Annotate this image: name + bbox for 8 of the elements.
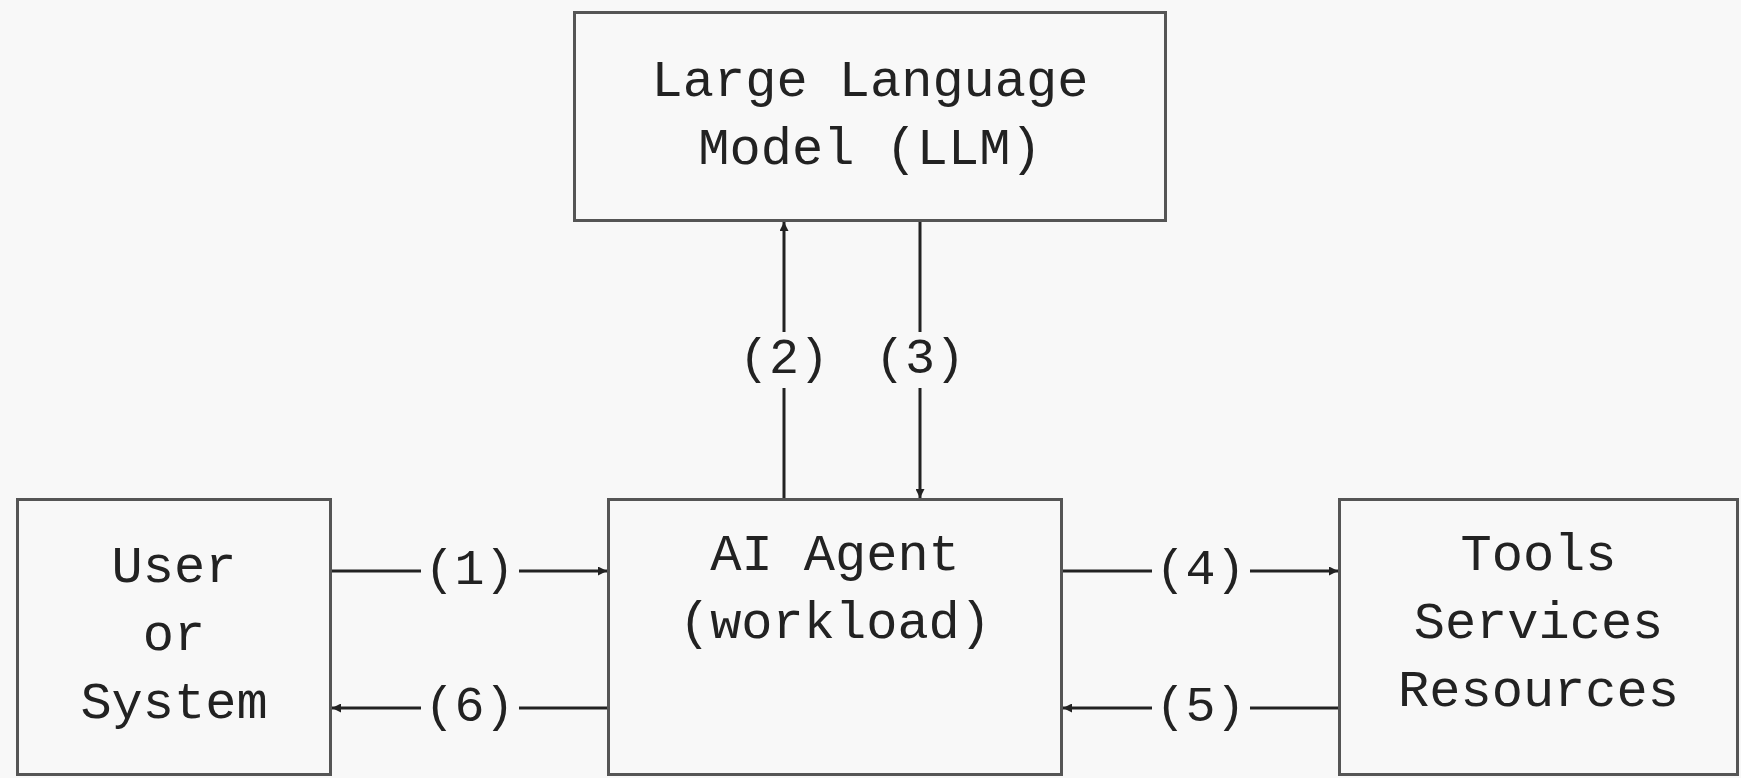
box-label: User or System (79, 538, 269, 736)
process-box (573, 11, 1167, 222)
box-label: Tools Services Resources (1397, 526, 1680, 724)
box-label: AI Agent (workload) (677, 526, 992, 656)
process-box (16, 498, 332, 776)
process-box (607, 498, 1063, 776)
process-box (1338, 498, 1739, 776)
box-label: Large Language Model (LLM) (650, 51, 1090, 182)
